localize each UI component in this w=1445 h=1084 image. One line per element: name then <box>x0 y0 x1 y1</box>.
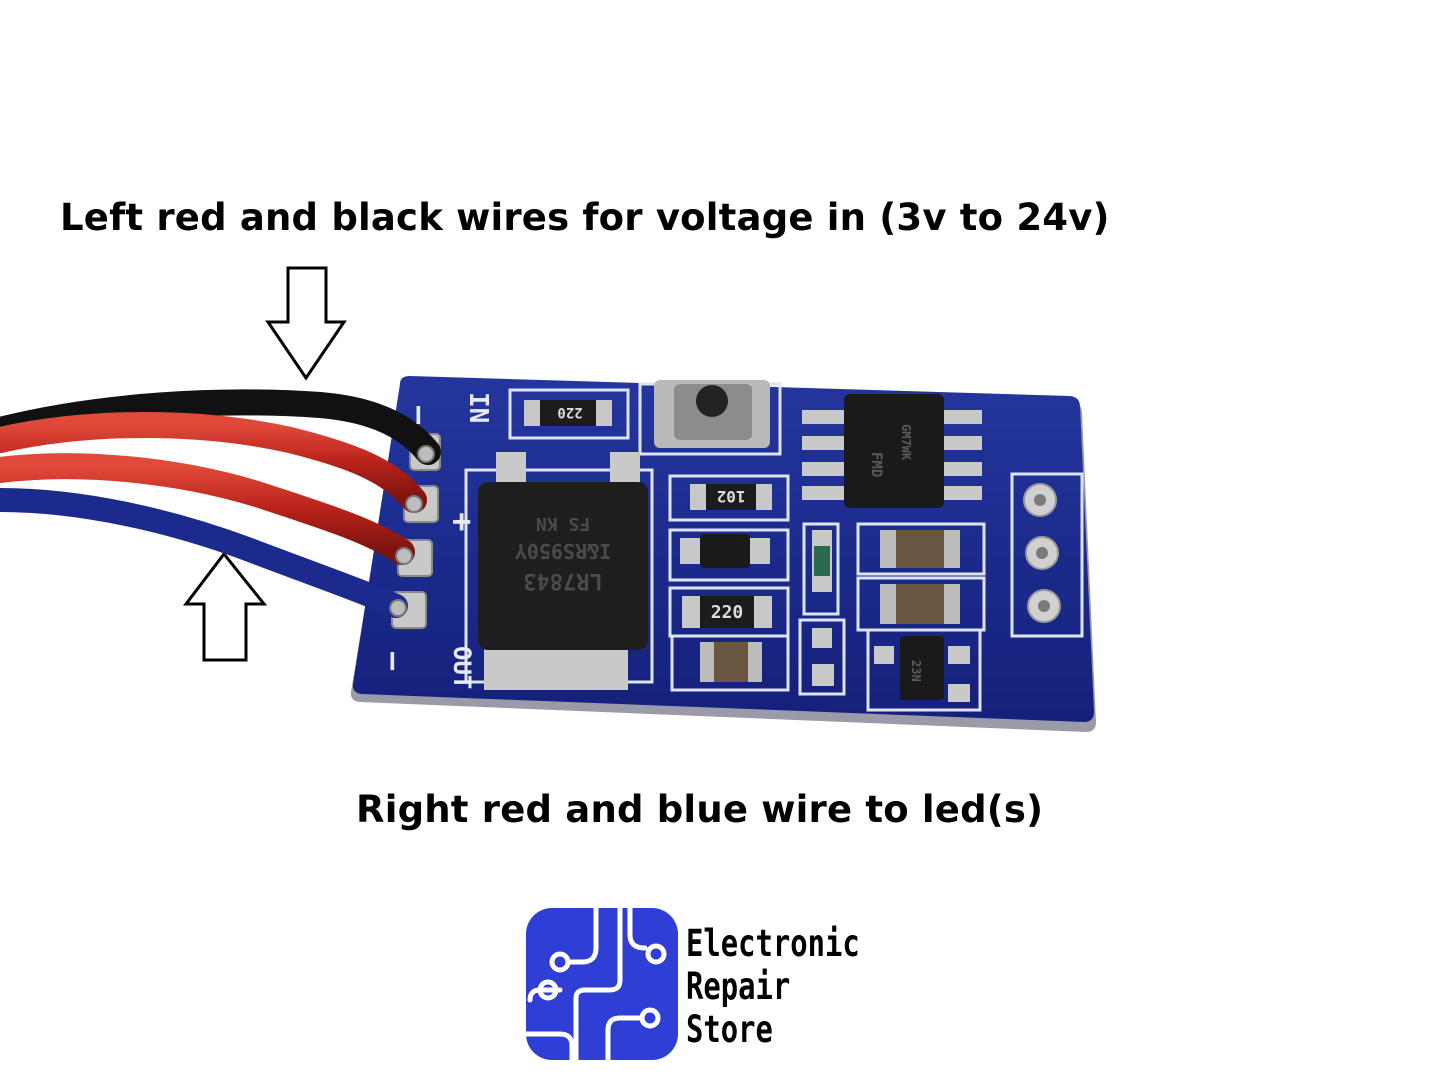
resistor-1-code: 220 <box>557 404 582 420</box>
pcb-label-minus-bottom: – <box>376 652 411 671</box>
pcb-label-out: OUT <box>448 646 476 689</box>
resistor-3-code: 220 <box>711 602 744 623</box>
bottom-caption: Right red and blue wire to led(s) <box>356 788 1044 831</box>
ic-marking-2: GM7WK <box>899 424 913 461</box>
pcb-board <box>350 376 1097 732</box>
brand-line-1: Electronic <box>686 922 860 965</box>
pcb-label-plus: + <box>452 502 471 540</box>
output-red-wire <box>0 453 415 565</box>
up-arrow-icon <box>182 551 268 662</box>
output-blue-wire <box>0 488 408 618</box>
pcb-label-in: IN <box>463 392 493 423</box>
regulator-marking-2: I&RS950Y <box>515 539 611 563</box>
transistor-marking: 23N <box>909 660 923 682</box>
brand-logo-icon <box>523 905 678 1063</box>
pcb-label-minus-top: – <box>402 406 437 425</box>
regulator-marking-1: FS KN <box>536 513 590 534</box>
down-arrow-icon <box>265 266 347 381</box>
brand-name: Electronic Repair Store <box>686 922 860 1051</box>
regulator-marking-3: LR7843 <box>523 568 602 593</box>
input-black-wire <box>0 389 441 465</box>
input-red-wire <box>0 412 427 513</box>
brand-line-2: Repair <box>686 965 791 1008</box>
top-caption: Left red and black wires for voltage in … <box>60 196 1110 239</box>
resistor-2-code: 102 <box>717 487 746 506</box>
ic-marking-1: FMD <box>868 452 884 477</box>
brand-line-3: Store <box>686 1008 773 1051</box>
